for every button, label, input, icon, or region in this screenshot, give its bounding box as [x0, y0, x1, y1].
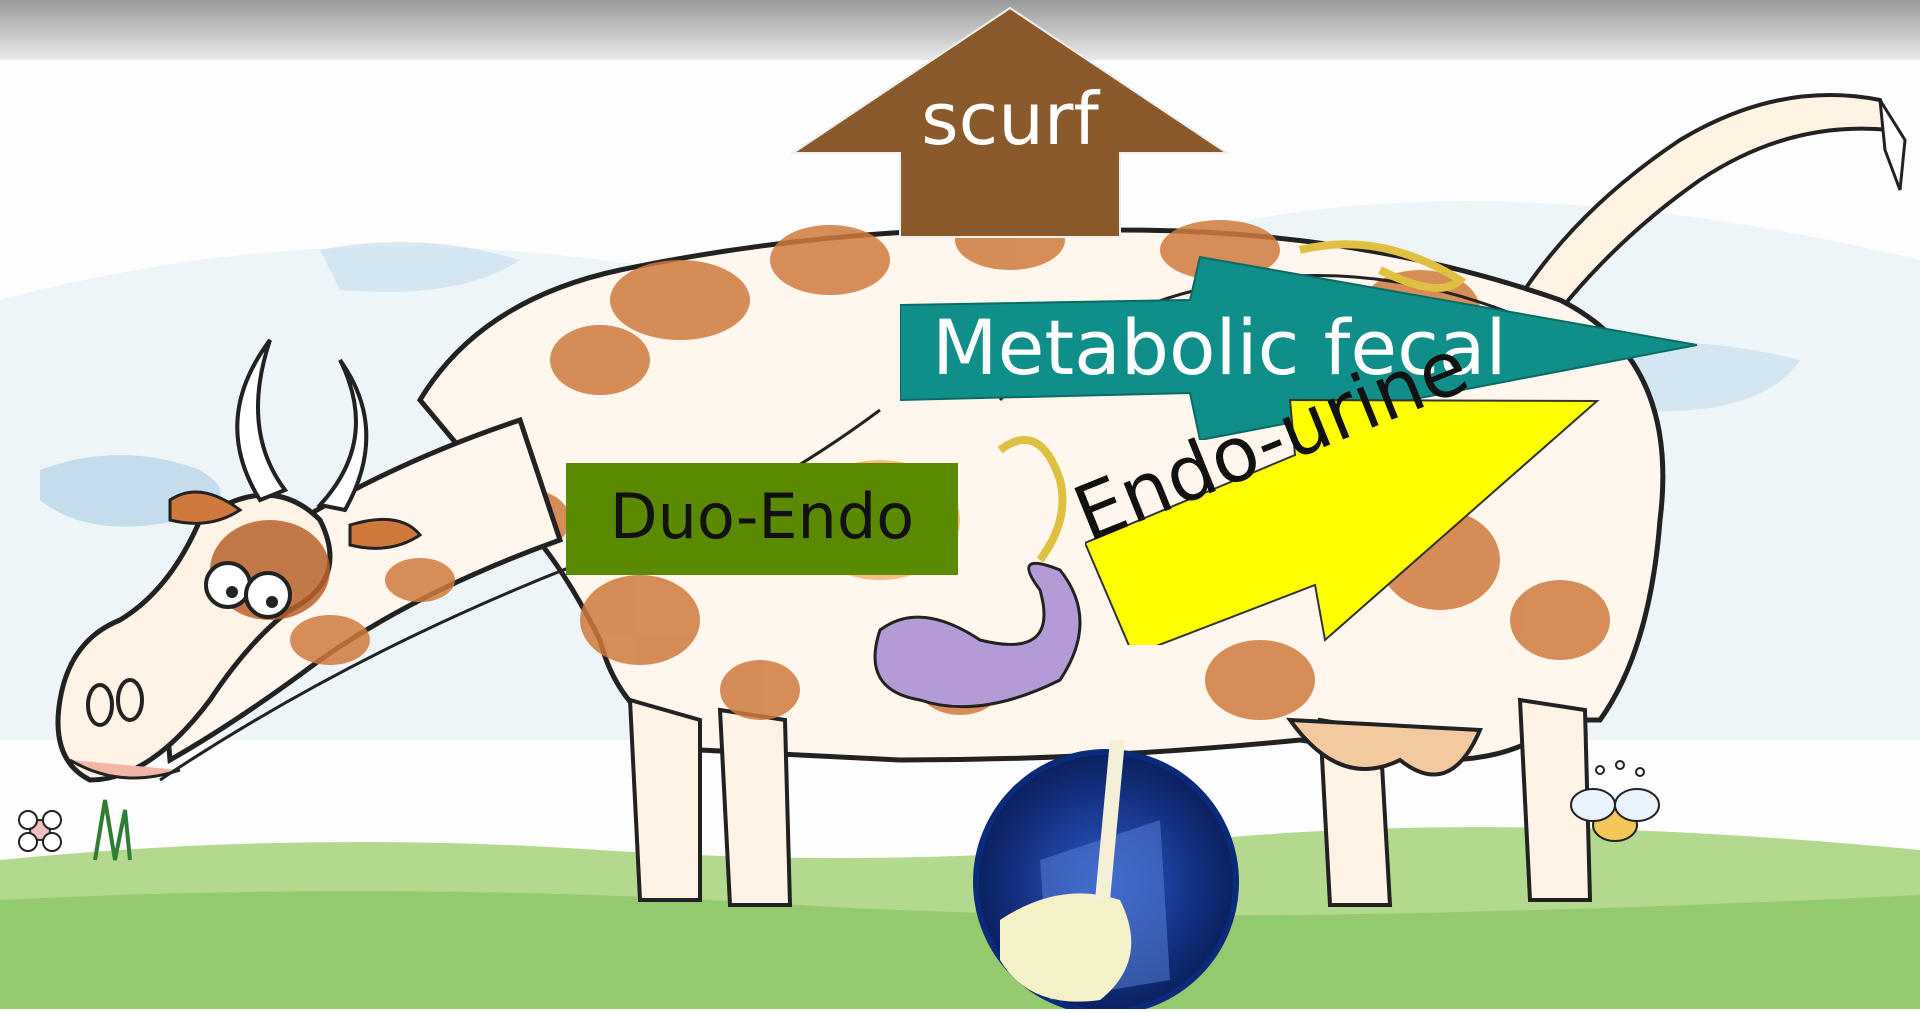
cow-leg [720, 710, 790, 905]
cow-eye [206, 563, 250, 607]
cow-leg [630, 700, 700, 900]
flower-icon [19, 800, 130, 860]
cow-eye [246, 573, 290, 617]
scurf-label: scurf [900, 77, 1120, 161]
cow-udder [1290, 720, 1480, 775]
milk-glass-icon [976, 740, 1236, 1009]
duo-endo-label: Duo-Endo [566, 480, 958, 553]
